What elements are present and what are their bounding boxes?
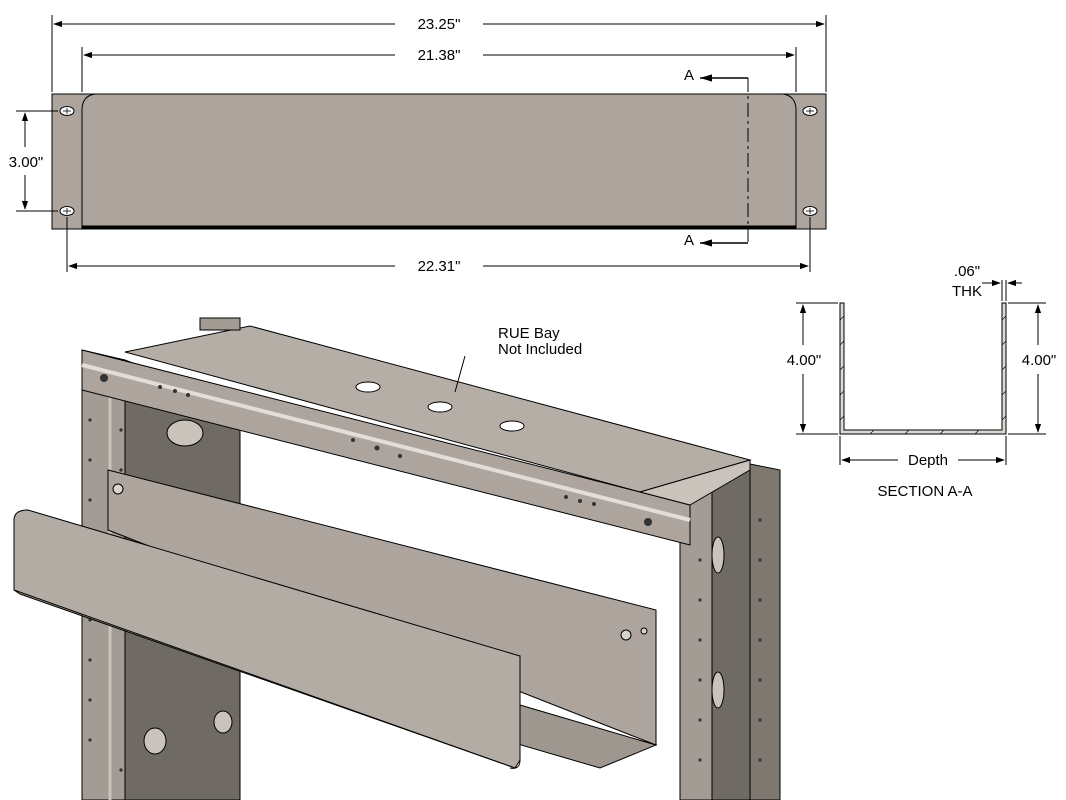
front-panel [51,93,827,230]
dim-opening-width-label: 21.38" [418,47,461,64]
section-view: 4.00" 4.00" Depth .06" THK SECTION A-A [787,263,1057,500]
dim-section-right-height-label: 4.00" [1022,352,1057,369]
dim-section-depth-label: Depth [908,452,948,469]
section-marker-bottom: A [684,232,694,249]
section-hatch [839,315,1007,435]
bay-hole-2 [427,401,453,413]
mounting-hole-bottom-left [59,206,75,216]
dim-section-right-height: 4.00" [1022,304,1057,433]
dim-overall-width: 23.25" [53,16,825,33]
dim-section-thickness: .06" THK [952,263,1022,300]
dim-section-thickness-value: .06" [954,263,980,280]
shelf-screw-front [620,629,632,641]
front-view: 23.25" 21.38" 22.31" 3.00" A A [9,15,827,275]
bay-hole-3 [499,420,525,432]
section-cut-line: A A [684,67,749,249]
callout-line-2: Not Included [498,341,582,358]
section-extension-lines [796,280,1046,465]
shelf-lip-curl [509,655,521,769]
rail-hole-lower-a [143,727,167,755]
mounting-hole-top-right [802,106,818,116]
rack-post-right-back [711,463,751,800]
mounting-hole-top-left [59,106,75,116]
bay-hole-1 [355,381,381,393]
callout-line-1: RUE Bay [498,325,560,342]
dim-overall-width-label: 23.25" [418,16,461,33]
shelf-front-lip [13,509,521,769]
section-marker-top: A [684,67,694,84]
front-panel-left-return [81,93,96,229]
extension-lines [16,15,827,272]
dim-height: 3.00" [9,112,44,210]
callout-rue-bay: RUE Bay Not Included [454,325,582,393]
dim-opening-width: 21.38" [83,47,795,64]
dim-section-thickness-unit: THK [952,283,982,300]
dim-section-depth: Depth [841,452,1005,469]
dim-section-left-height: 4.00" [787,304,822,433]
rail-dots [88,374,762,772]
iso-view: RUE Bay Not Included [13,317,781,800]
rail-hole-upper [166,419,204,447]
dim-hole-spacing: 22.31" [68,258,809,275]
bay-top-bracket [199,317,241,331]
rail-hole-lower-b [213,710,233,734]
front-panel-right-return [782,93,797,229]
dim-height-label: 3.00" [9,154,44,171]
dim-hole-spacing-label: 22.31" [418,258,461,275]
bay-right-bracket [638,459,751,506]
section-title: SECTION A-A [877,483,972,500]
bay-front-rail [81,349,691,546]
rack-post-right-side [749,463,781,800]
shelf-screw-back [112,483,124,495]
mounting-hole-bottom-right [802,206,818,216]
section-profile [839,302,1007,435]
dim-section-left-height-label: 4.00" [787,352,822,369]
